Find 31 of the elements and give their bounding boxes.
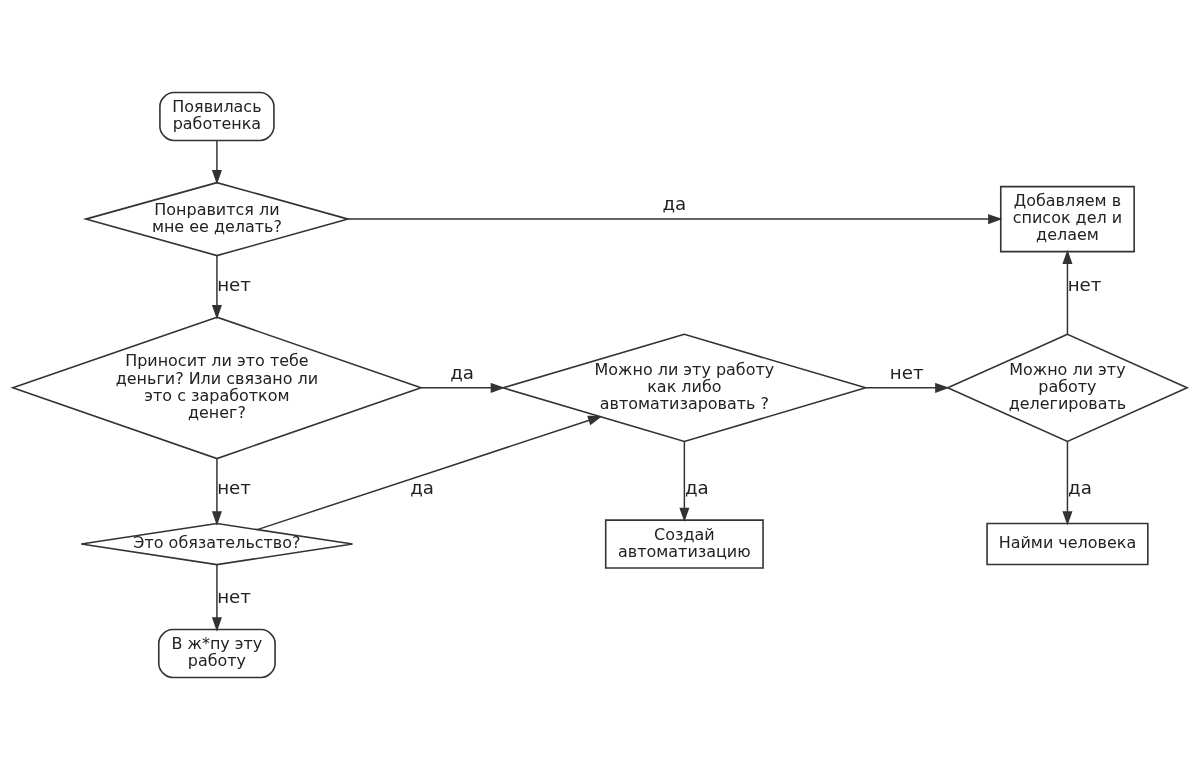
node-box: Найми человека [986,522,1149,565]
edge-label: нет [1067,273,1102,295]
node-box: Появилась работенка [159,91,275,141]
arrow [211,457,222,526]
arrow [211,563,222,632]
edge-label: да [662,192,687,214]
arrow [1062,249,1073,335]
node-box: В ж*пу эту работу [158,628,276,678]
edge-label: нет [889,361,924,382]
node-box: Добавляем в список дел и делаем [999,185,1135,252]
arrow [211,254,222,319]
edge-label: да [450,361,474,382]
node-diamond: Это обязательство? [80,522,354,565]
arrow [256,415,603,530]
arrow [865,382,950,393]
node-diamond: Можно ли эту работу как либо автоматизаровать ? [500,332,869,442]
edge-label: да [410,476,435,498]
edge-label: нет [217,476,251,498]
arrow [420,382,506,393]
edge-label: нет [217,273,251,295]
arrow [1062,440,1073,526]
node-diamond: Можно ли эту работу делегировать [945,332,1190,442]
edge-label: да [1068,476,1092,498]
edge-label: да [685,476,709,498]
node-diamond: Приносит ли это тебе деньги? Или связано ли это с заработком денег? [10,315,424,459]
arrow [211,139,222,184]
node-box: Создай автоматизацию [604,518,764,569]
node-diamond: Понравится ли мне ее делать? [82,181,351,256]
arrow [347,213,1003,224]
arrow [679,440,690,522]
edge-label: нет [217,585,251,607]
